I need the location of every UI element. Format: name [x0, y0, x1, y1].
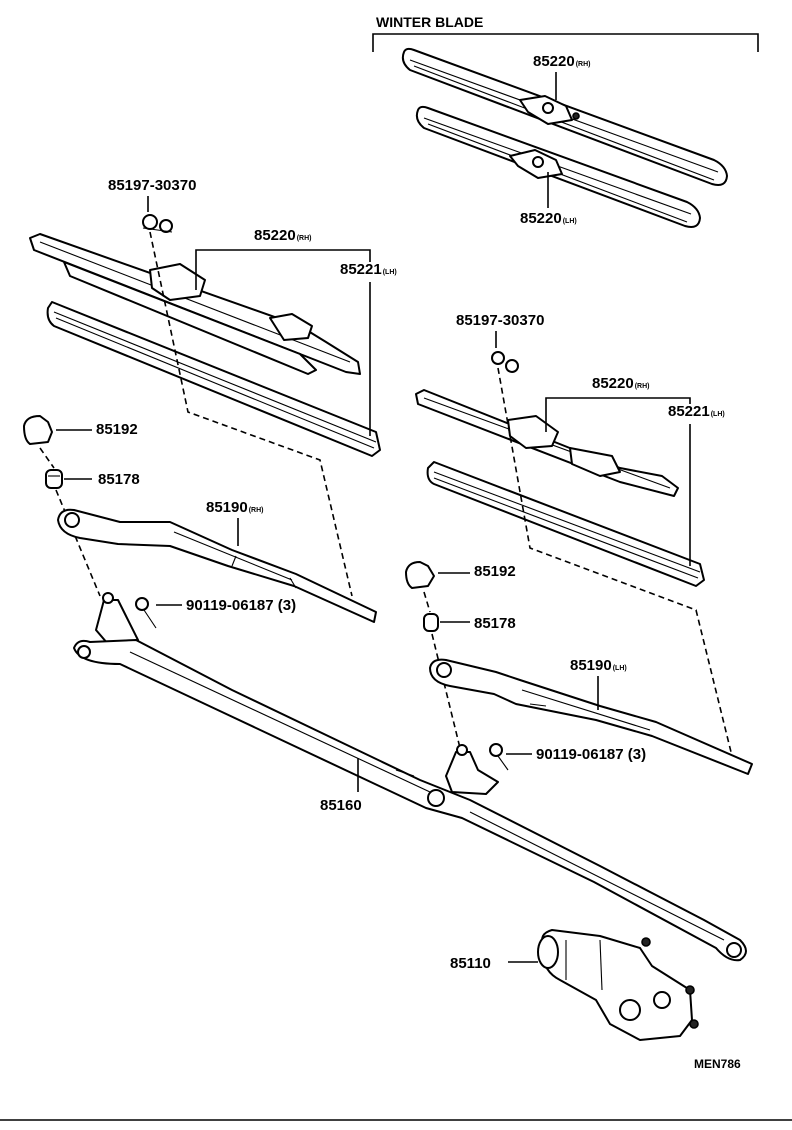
clip-right-dash	[497, 367, 733, 757]
left-wiper-group: 85197-30370 85220(RH) 85221(LH)	[23, 177, 397, 645]
winter-blade-lh-label: 85220(LH)	[520, 210, 577, 227]
pivot-right	[445, 743, 509, 795]
refill-left	[46, 301, 381, 457]
clip-right	[491, 351, 519, 373]
link-label: 85160	[320, 797, 362, 814]
nut-left-label: 85178	[98, 471, 140, 488]
blade-left	[29, 233, 361, 375]
cap-left	[23, 415, 53, 445]
arm-rh-label: 85190(RH)	[206, 499, 264, 516]
refill-right	[426, 461, 705, 587]
motor-label: 85110	[450, 955, 491, 972]
winter-blade-rh-label: 85220(RH)	[533, 53, 591, 70]
cap-right	[405, 561, 435, 589]
bolt-right-label: 90119-06187 (3)	[536, 746, 646, 763]
arm-rh	[57, 508, 377, 623]
cap-left-label: 85192	[96, 421, 138, 438]
winter-blade-lh	[415, 105, 701, 228]
clip-right-label: 85197-30370	[456, 312, 544, 329]
clip-left-label: 85197-30370	[108, 177, 196, 194]
diagram-code: MEN786	[694, 1057, 741, 1071]
winter-blade-group: WINTER BLADE 85220(RH) 85220(LH)	[372, 14, 759, 228]
pivot-left	[95, 592, 157, 645]
right-wiper-group: 85197-30370 85220(RH) 85221(LH) 85192	[405, 312, 753, 795]
arm-lh-label: 85190(LH)	[570, 657, 627, 674]
refill-left-label: 85221(LH)	[340, 261, 397, 278]
motor-85110: 85110	[450, 929, 699, 1041]
refill-right-label: 85221(LH)	[668, 403, 725, 420]
blade-left-leader	[195, 249, 371, 290]
winter-blade-title: WINTER BLADE	[376, 14, 483, 30]
blade-right-leader	[545, 397, 691, 432]
bolt-left-label: 90119-06187 (3)	[186, 597, 296, 614]
nut-right-dash	[423, 591, 461, 749]
nut-left-dash	[39, 447, 101, 597]
arm-lh	[429, 658, 753, 775]
clip-left	[142, 214, 173, 233]
linkage-85160: 85160	[73, 639, 747, 962]
nut-right	[423, 613, 439, 632]
clip-left-dash	[149, 231, 353, 597]
nut-left	[45, 469, 63, 489]
blade-left-rh-label: 85220(RH)	[254, 227, 312, 244]
nut-right-label: 85178	[474, 615, 516, 632]
winter-blade-bracket	[372, 33, 759, 52]
blade-right-rh-label: 85220(RH)	[592, 375, 650, 392]
cap-right-label: 85192	[474, 563, 516, 580]
winter-blade-rh	[401, 47, 728, 186]
